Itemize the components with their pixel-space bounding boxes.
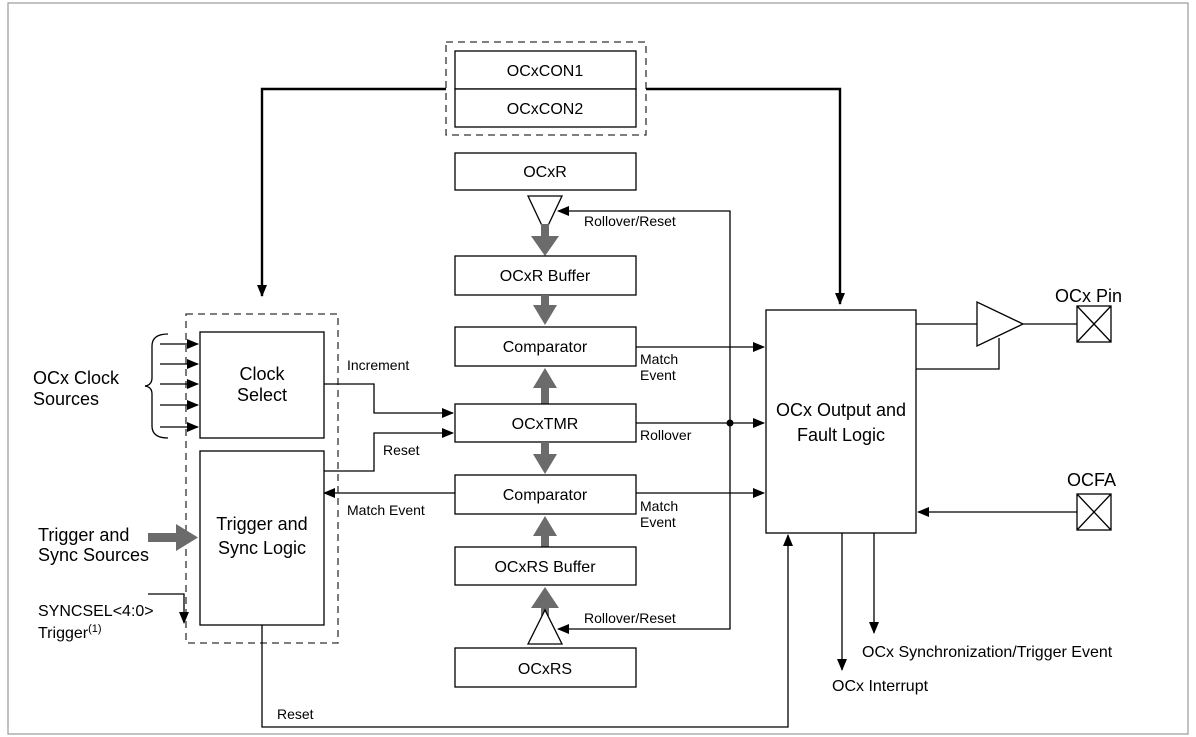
clock-sources-label-2: Sources (33, 389, 99, 409)
syncsel-label-2: Trigger(1) (38, 623, 102, 642)
syncsel-trigger-line (148, 593, 189, 624)
ocxr-buffer-label: OCxR Buffer (500, 268, 591, 285)
transfer-gate-top (526, 195, 564, 234)
ocx-pin-cross-b (1076, 305, 1112, 343)
clock-sources-brace (144, 333, 169, 439)
rollover-label: Rollover (640, 427, 692, 443)
comparator-bottom (454, 474, 637, 515)
transfer-gate-bottom (526, 608, 564, 645)
timer-to-comparator-top-shaft (541, 386, 549, 404)
output-enable-line (916, 338, 1000, 370)
buffer-to-comparator-shaft (541, 295, 549, 307)
sync-trigger-event-label: OCx Synchronization/Trigger Event (862, 644, 1113, 661)
buffer-to-comparator-head (533, 305, 557, 325)
timer-reset-line (324, 428, 454, 472)
match-event-top-label-2: Event (640, 367, 676, 383)
comparator-top-label: Comparator (503, 339, 588, 356)
trigger-sources-label-2: Sync Sources (38, 545, 149, 565)
output-fault-logic-label-2: Fault Logic (797, 425, 885, 445)
trigger-sync-logic-block (199, 450, 325, 626)
control-line-left (257, 87, 446, 297)
clock-select-block (199, 331, 325, 439)
reset-feedback-line (261, 534, 793, 728)
rollover-reset-line-top (557, 206, 731, 423)
ocxrs-label: OCxRS (518, 661, 572, 678)
interrupt-label: OCx Interrupt (832, 678, 929, 695)
ocxr-register (454, 152, 637, 191)
trigger-sync-logic-label-1: Trigger and (216, 514, 307, 534)
ocxrs-register (454, 647, 637, 688)
load-arrow-top-shaft (541, 224, 549, 240)
rollover-reset-label-bottom: Rollover/Reset (584, 610, 676, 626)
ocxtmr-label: OCxTMR (512, 416, 579, 433)
syncsel-label-1: SYNCSEL<4:0> (38, 603, 154, 620)
clock-select-label-1: Clock (239, 364, 285, 384)
comparator-bottom-label: Comparator (503, 487, 588, 504)
increment-line (324, 383, 454, 418)
timer-to-comparator-bottom-head (533, 454, 557, 474)
ocxcon2-register (454, 88, 637, 128)
increment-label: Increment (347, 357, 409, 373)
timer-to-comparator-bottom-shaft (541, 442, 549, 456)
output-buffer (976, 300, 1025, 348)
match-event-top-label-1: Match (640, 351, 678, 367)
comparator-top (454, 326, 637, 367)
ocxr-label: OCxR (523, 164, 567, 181)
syncsel-trigger-text: Trigger (38, 625, 89, 642)
match-event-left-label: Match Event (347, 502, 425, 518)
ocxrs-buffer (454, 546, 637, 586)
match-event-bottom-label-1: Match (640, 498, 678, 514)
trigger-sources-arrow-head (176, 524, 198, 551)
rollover-reset-line-bottom (557, 423, 731, 634)
match-event-bottom-label-2: Event (640, 514, 676, 530)
timer-reset-label: Reset (383, 442, 420, 458)
ocx-pin-label: OCx Pin (1055, 286, 1122, 306)
ocfa-pin-cross-b (1076, 493, 1112, 531)
control-line-right (646, 87, 845, 305)
timer-to-comparator-top-head (533, 368, 557, 388)
trigger-sources-arrow-shaft (148, 533, 180, 542)
clock-sources-label-1: OCx Clock (33, 368, 120, 388)
load-arrow-bottom-head (531, 587, 559, 608)
rollover-reset-label-top: Rollover/Reset (584, 213, 676, 229)
clock-select-label-2: Select (237, 385, 287, 405)
rs-buffer-to-comparator-shaft (541, 534, 549, 547)
output-fault-logic-label-1: OCx Output and (776, 400, 906, 420)
reset-feedback-label: Reset (277, 706, 314, 722)
ocxrs-buffer-label: OCxRS Buffer (494, 559, 596, 576)
syncsel-footnote: (1) (88, 623, 101, 635)
output-fault-logic-block (765, 309, 917, 534)
ocxcon1-label: OCxCON1 (507, 63, 584, 80)
ocxtmr-timer (454, 403, 637, 443)
ocfa-label: OCFA (1067, 470, 1116, 490)
diagram-frame (7, 2, 1189, 735)
ocxcon1-register (454, 50, 637, 90)
load-arrow-top-head (531, 236, 559, 256)
ocxcon2-label: OCxCON2 (507, 101, 584, 118)
rs-buffer-to-comparator-head (533, 516, 557, 536)
trigger-sync-logic-label-2: Sync Logic (218, 538, 306, 558)
trigger-sources-label-1: Trigger and (38, 525, 129, 545)
